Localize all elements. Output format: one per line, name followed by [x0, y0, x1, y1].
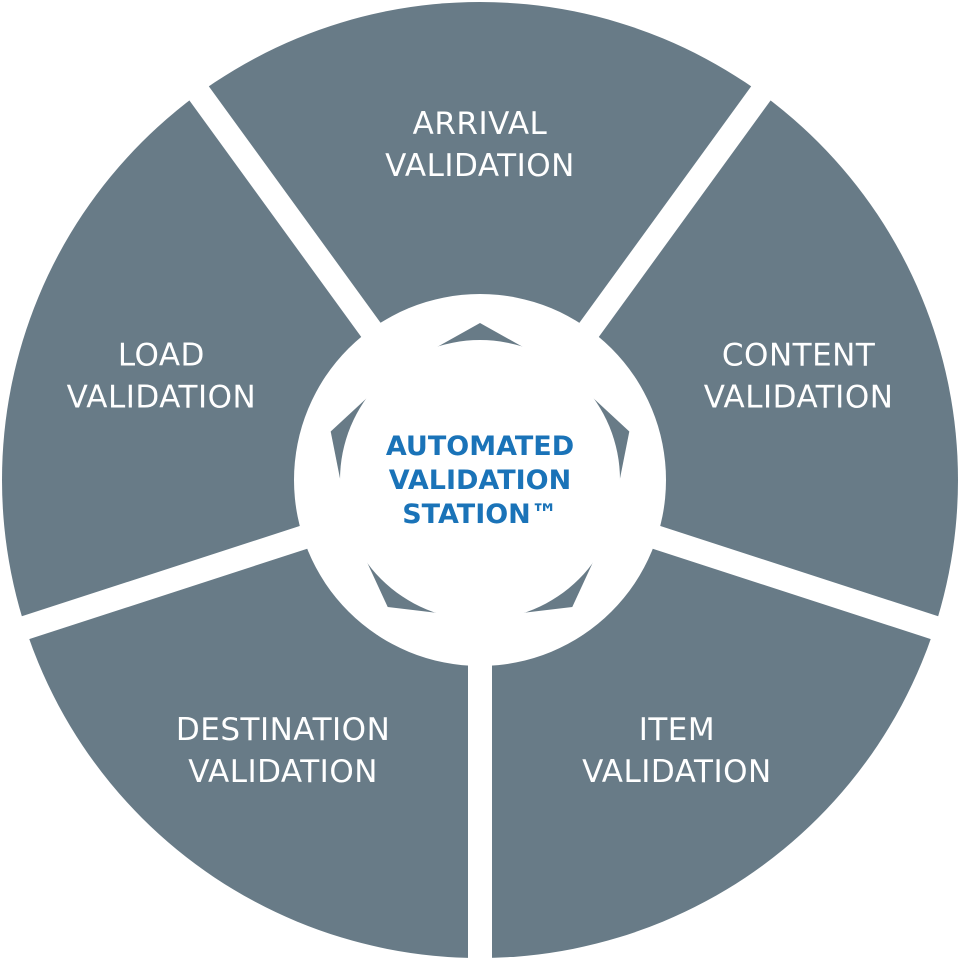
- segment-label-line: VALIDATION: [704, 379, 894, 415]
- segment-label-line: VALIDATION: [385, 148, 575, 184]
- segment-label-line: ITEM: [639, 712, 715, 748]
- hub-inner-circle: [340, 340, 620, 620]
- segment-label-line: VALIDATION: [582, 754, 772, 790]
- hub-title-line: VALIDATION: [389, 465, 571, 496]
- segment-labels: ARRIVAL VALIDATION CONTENT VALIDATION ITEM VA…: [67, 106, 894, 790]
- segment-label-line: VALIDATION: [188, 754, 378, 790]
- segment-dividers: [12, 78, 948, 960]
- segment-label-line: CONTENT: [722, 337, 876, 373]
- segment-label-line: ARRIVAL: [413, 106, 548, 142]
- segment-label-item: ITEM VALIDATION: [582, 712, 772, 790]
- segment-label-load: LOAD VALIDATION: [67, 337, 257, 415]
- segment-label-line: DESTINATION: [176, 712, 390, 748]
- hub-title-line: STATION™: [402, 499, 558, 530]
- segment-label-content: CONTENT VALIDATION: [704, 337, 894, 415]
- hub-title-line: AUTOMATED: [386, 431, 574, 462]
- segment-label-destination: DESTINATION VALIDATION: [176, 712, 390, 790]
- segment-label-line: LOAD: [118, 337, 205, 373]
- segment-label-line: VALIDATION: [67, 379, 257, 415]
- segment-label-arrival: ARRIVAL VALIDATION: [385, 106, 575, 184]
